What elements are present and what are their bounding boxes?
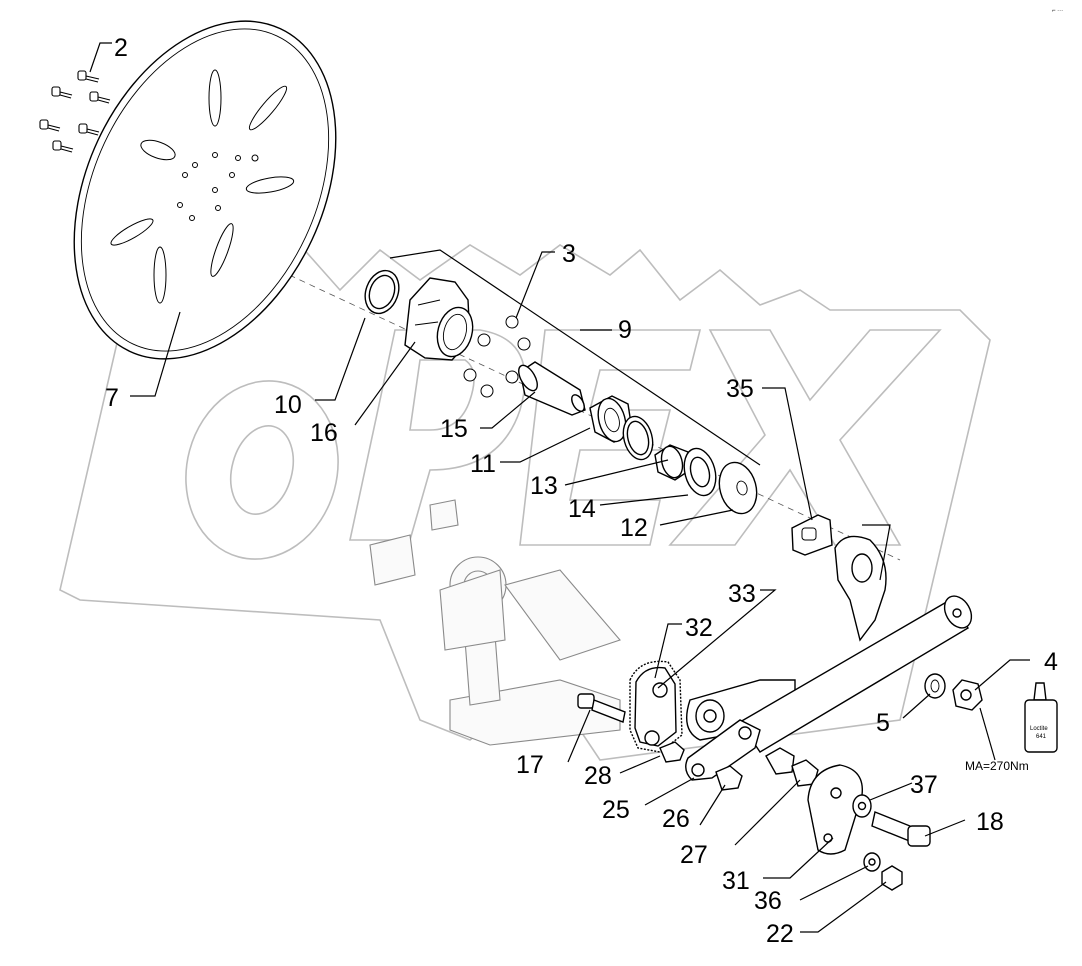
label-13: 13 — [530, 472, 558, 500]
planter-unit-background — [369, 499, 621, 746]
snap-ring-13 — [622, 415, 654, 461]
lever-arm — [686, 679, 796, 741]
nut-22 — [881, 865, 903, 891]
label-18: 18 — [976, 808, 1004, 836]
hub-nuts — [463, 315, 531, 398]
label-11: 11 — [470, 450, 496, 478]
label-4: 4 — [1044, 648, 1058, 676]
seed-disc — [73, 20, 337, 360]
loctite-brand-label: Loctite — [1030, 726, 1048, 732]
label-36: 36 — [754, 887, 782, 915]
label-28: 28 — [584, 762, 612, 790]
label-25: 25 — [602, 796, 630, 824]
shaft — [518, 361, 586, 416]
label-32: 32 — [685, 614, 713, 642]
sprocket-plate-32 — [629, 660, 683, 753]
label-2: 2 — [114, 34, 128, 62]
label-33: 33 — [728, 580, 756, 608]
bushing-27 — [765, 747, 819, 787]
washer-5 — [924, 673, 946, 699]
label-27: 27 — [680, 841, 708, 869]
nut-4 — [952, 679, 983, 711]
label-17: 17 — [516, 751, 544, 779]
leader-lines — [89, 42, 1030, 933]
link-25 — [685, 719, 761, 781]
part-number-labels: 2 3 9 7 10 16 15 11 13 14 12 35 33 32 4 … — [105, 34, 1058, 948]
label-16: 16 — [310, 419, 338, 447]
torque-note: MA=270Nm — [965, 759, 1029, 773]
washer-37 — [852, 794, 872, 818]
disc-bolts — [39, 70, 111, 153]
label-35: 35 — [726, 375, 754, 403]
label-14: 14 — [568, 495, 596, 523]
washer-36 — [863, 852, 881, 872]
bracket-33 — [834, 535, 887, 642]
bolt-17 — [577, 693, 626, 723]
washer-12 — [718, 461, 758, 515]
label-26: 26 — [662, 805, 690, 833]
spacer — [654, 444, 691, 481]
snap-ring-10 — [364, 269, 400, 315]
seal — [683, 447, 717, 497]
loctite-grade-label: 641 — [1036, 734, 1047, 740]
bearing — [589, 395, 633, 443]
label-37: 37 — [910, 771, 938, 799]
label-5: 5 — [876, 709, 890, 737]
bolt-18 — [871, 811, 931, 847]
bushing-26 — [715, 765, 743, 791]
label-15: 15 — [440, 415, 468, 443]
label-31: 31 — [722, 867, 750, 895]
label-7: 7 — [105, 384, 119, 412]
label-10: 10 — [274, 391, 302, 419]
label-12: 12 — [620, 514, 648, 542]
label-22: 22 — [766, 920, 794, 948]
hub-housing — [404, 277, 474, 361]
label-3: 3 — [562, 240, 576, 268]
corner-mark: ⌐ ··· — [1052, 8, 1063, 14]
label-9: 9 — [618, 316, 632, 344]
clip-35 — [791, 514, 833, 556]
bushing-28 — [659, 741, 685, 763]
loctite-bottle: Loctite 641 — [1024, 682, 1058, 753]
